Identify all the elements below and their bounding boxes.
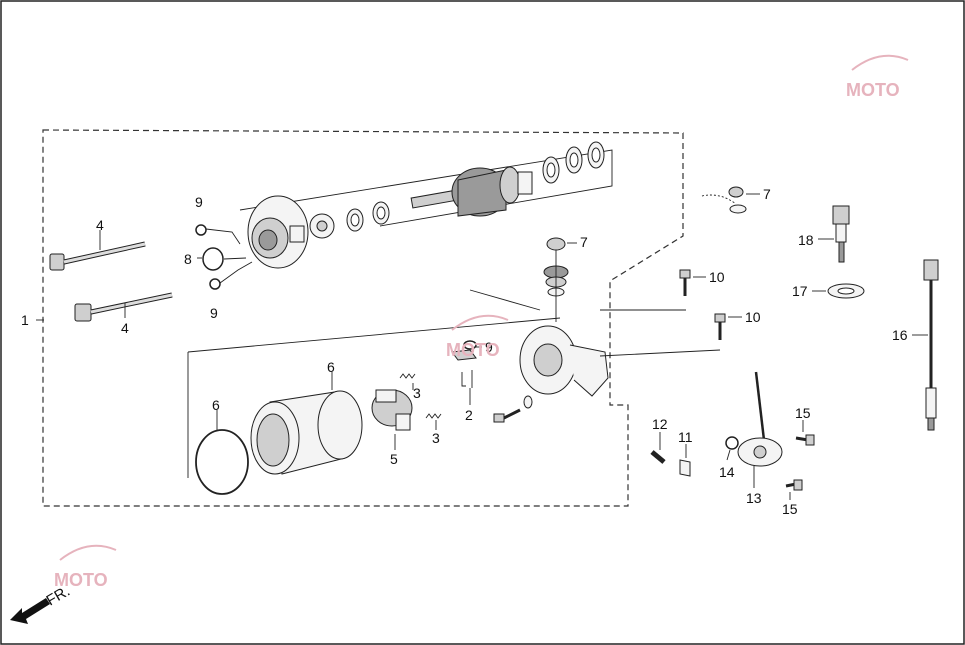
- thermostat-bracket: [737, 371, 783, 467]
- stud-pin: [650, 450, 666, 464]
- rear-cover: [519, 325, 609, 397]
- armature: [410, 166, 533, 217]
- dowel-pin: [679, 459, 691, 477]
- callout-3-lower: 3: [432, 430, 440, 446]
- callout-14: 14: [719, 464, 735, 480]
- temperature-sensor: [832, 205, 850, 263]
- callout-15-lower: 15: [782, 501, 798, 517]
- bolt-upper: [679, 269, 691, 296]
- callout-8: 8: [184, 251, 192, 267]
- o-ring-large: [202, 247, 224, 271]
- washer-b: [372, 201, 390, 225]
- callout-9-bottom: 9: [210, 305, 218, 321]
- callout-5: 5: [390, 451, 398, 467]
- watermark-logo-top-right: MOTO: [846, 54, 909, 100]
- callout-6-upper: 6: [327, 359, 335, 375]
- sealing-washer: [827, 283, 865, 299]
- svg-text:MOTO: MOTO: [846, 80, 900, 100]
- terminal-bolt: [493, 395, 533, 423]
- callout-3-upper: 3: [413, 385, 421, 401]
- watermark-logo-bottom-left: MOTO: [54, 544, 117, 590]
- brush-spring-bottom: [425, 413, 442, 419]
- bolt-15-upper: [795, 434, 815, 446]
- svg-text:MOTO: MOTO: [446, 340, 500, 360]
- brush-holder: [371, 389, 413, 431]
- callout-9-center: 9: [485, 339, 493, 355]
- lock-plate: [309, 213, 335, 239]
- callout-10-upper: 10: [709, 269, 725, 285]
- callout-10-lower: 10: [745, 309, 761, 325]
- o-ring-small-bottom: [209, 278, 221, 290]
- brush-plate: [451, 340, 477, 361]
- svg-text:MOTO: MOTO: [54, 570, 108, 590]
- callout-4-upper: 4: [96, 217, 104, 233]
- callout-4-lower: 4: [121, 320, 129, 336]
- callout-11: 11: [678, 429, 693, 445]
- watermark-logo-center: MOTO: [446, 314, 509, 360]
- callout-7-right: 7: [763, 186, 771, 202]
- callout-12: 12: [652, 416, 668, 432]
- bolt-15-lower: [785, 479, 803, 491]
- o-ring-14: [725, 436, 739, 450]
- bolt-lower: [714, 313, 726, 340]
- callout-2: 2: [465, 407, 473, 423]
- leader-lines: [36, 193, 928, 500]
- callout-13: 13: [746, 490, 762, 506]
- armature-washers: [542, 141, 605, 184]
- assembly-boundary: [42, 129, 684, 507]
- long-bolt-upper: [49, 241, 146, 271]
- front-direction-arrow-icon: [10, 598, 50, 624]
- callout-15-upper: 15: [795, 405, 811, 421]
- terminal-nut-stack: [543, 237, 569, 322]
- o-ring-small-top: [195, 224, 207, 236]
- gasket-ring: [195, 429, 249, 495]
- front-cover: [247, 195, 309, 269]
- callout-1: 1: [21, 312, 29, 328]
- washer-a: [346, 208, 364, 232]
- callout-7-center: 7: [580, 234, 588, 250]
- callout-18: 18: [798, 232, 814, 248]
- callout-16: 16: [892, 327, 908, 343]
- sensor-with-lead: [923, 259, 939, 431]
- motor-yoke: [250, 390, 363, 475]
- callout-9-top: 9: [195, 194, 203, 210]
- wire-clip: [701, 186, 747, 214]
- long-bolt-lower: [74, 292, 173, 322]
- callout-17: 17: [792, 283, 808, 299]
- brush-spring-top: [399, 373, 416, 379]
- clip-pins: [461, 370, 473, 388]
- callout-6-lower: 6: [212, 397, 220, 413]
- lower-group-outline: [187, 317, 561, 478]
